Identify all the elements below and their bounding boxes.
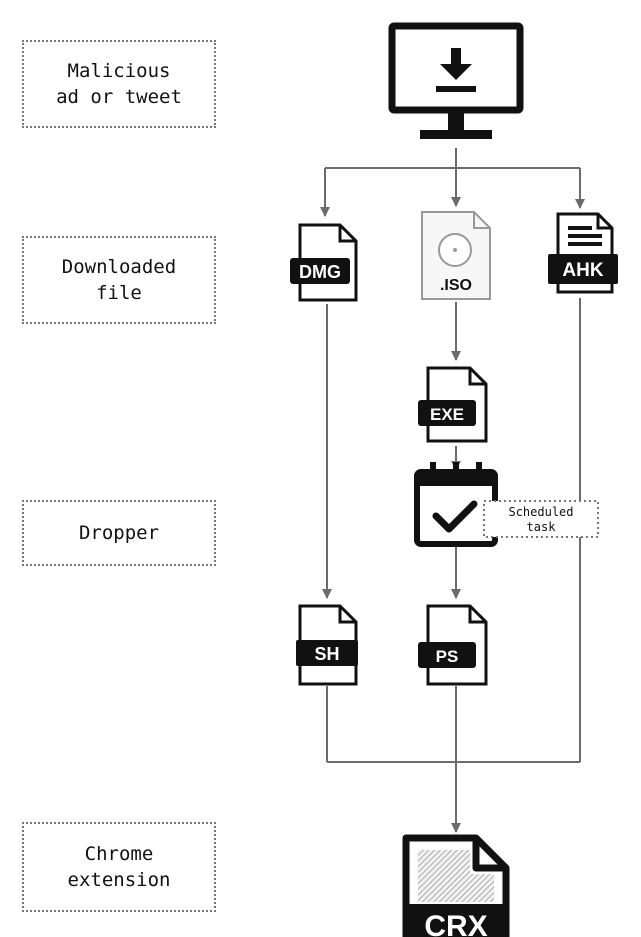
ps-label: PS: [436, 647, 459, 666]
exe-label: EXE: [430, 405, 464, 424]
ahk-file-icon: AHK: [548, 212, 618, 294]
iso-file-icon: .ISO: [421, 211, 491, 300]
scheduled-task-line1: Scheduled: [508, 505, 573, 519]
scheduled-task-line2: task: [527, 520, 557, 534]
ps-file-icon: PS: [418, 604, 488, 686]
crx-label: CRX: [424, 910, 487, 937]
dmg-label: DMG: [299, 262, 341, 282]
connectors: [320, 148, 585, 833]
sh-label: SH: [314, 644, 339, 664]
stage-downloaded-file: Downloaded file: [22, 236, 216, 324]
exe-file-icon: EXE: [418, 366, 488, 443]
stage-chrome-extension: Chrome extension: [22, 822, 216, 912]
sh-file-icon: SH: [296, 604, 358, 686]
dmg-file-icon: DMG: [290, 223, 358, 302]
scheduled-task-note: Scheduled task: [483, 500, 599, 538]
crx-file-icon: CRX: [402, 834, 510, 937]
stage-dropper: Dropper: [22, 500, 216, 566]
stage-malicious-ad: Malicious ad or tweet: [22, 40, 216, 128]
monitor-download-icon: [388, 22, 524, 139]
ahk-label: AHK: [562, 260, 603, 281]
iso-label: .ISO: [440, 277, 472, 294]
calendar-check-icon: [414, 462, 498, 547]
